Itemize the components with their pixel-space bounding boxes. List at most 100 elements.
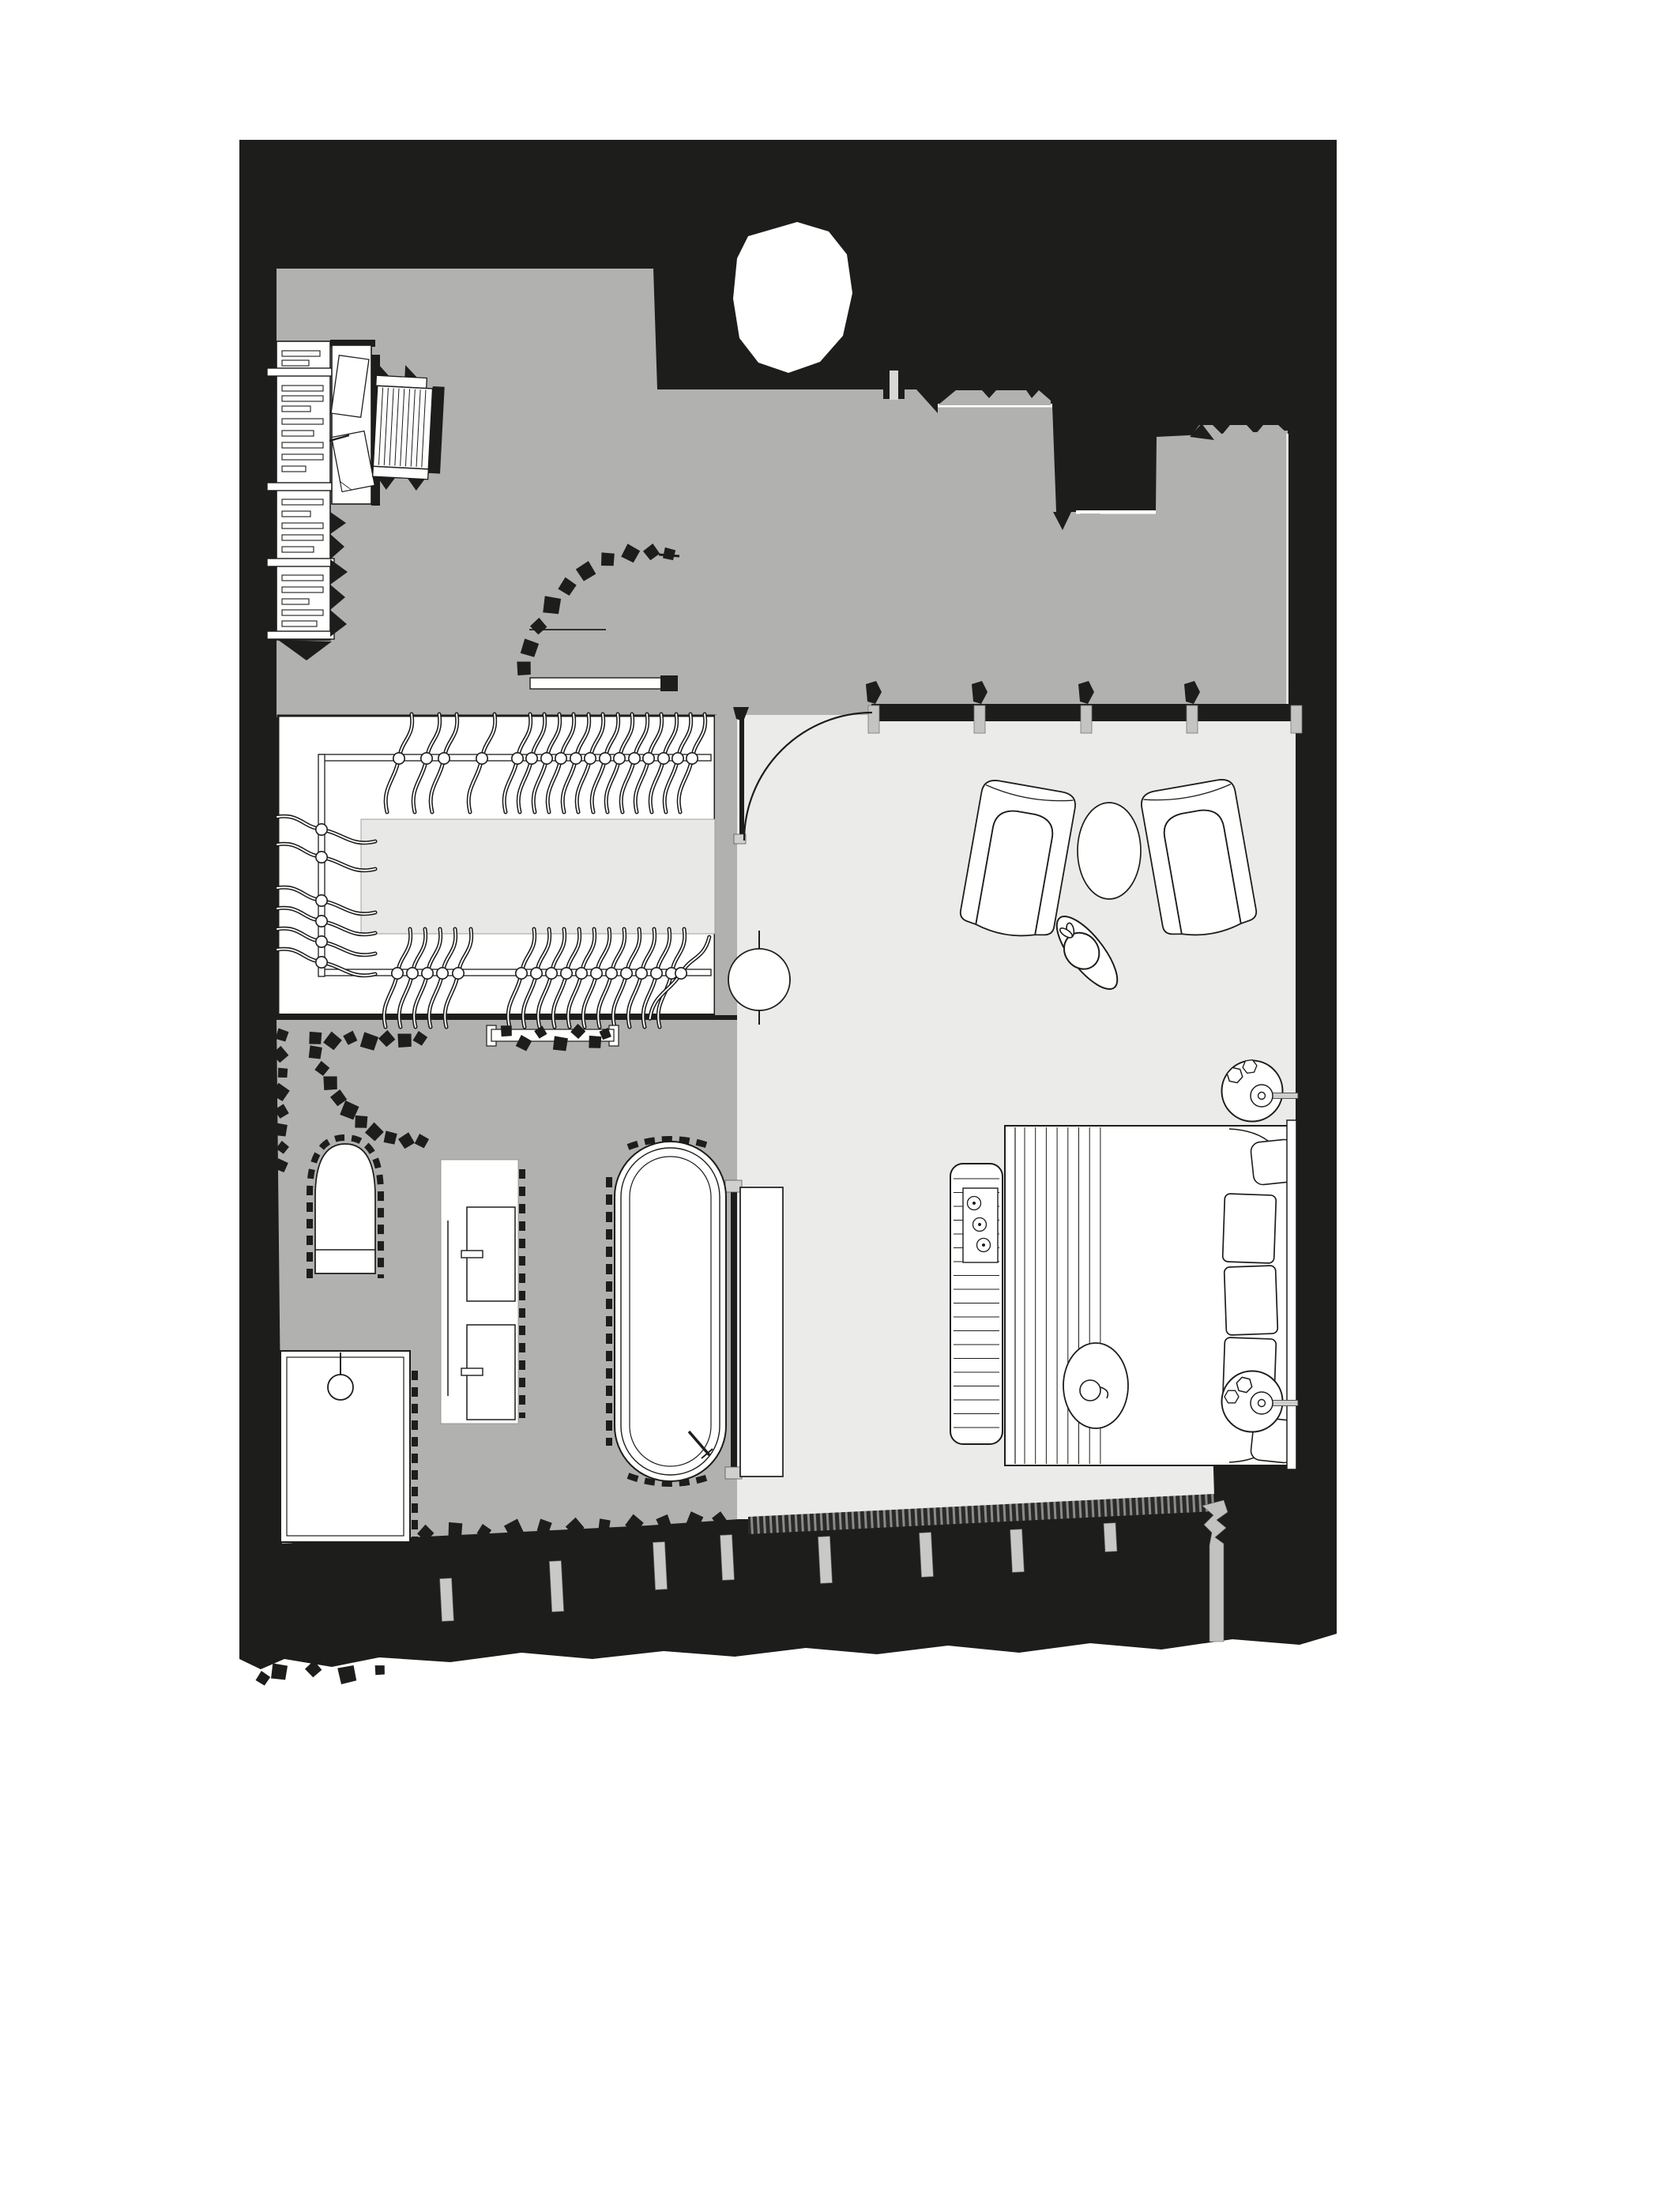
closet-island [360, 818, 716, 935]
slab-crumbs [373, 1664, 386, 1677]
tray-cup-handle [1100, 1386, 1109, 1399]
second-threshold-wedge [1053, 512, 1071, 530]
wall-shelf-slats [281, 350, 321, 357]
door-leaf [739, 709, 744, 841]
wall-shelf-slats [281, 430, 314, 437]
side-table-oval [1077, 802, 1142, 900]
bathtub-shadow-top [626, 1136, 714, 1150]
chair-slats [383, 387, 389, 465]
paper-fold [339, 480, 352, 492]
wall-shelf-slats [281, 385, 324, 392]
shelf-shadow-zigzag [330, 512, 348, 637]
door-jamb [733, 833, 747, 845]
chair-slats [389, 388, 394, 466]
toilet [314, 1143, 376, 1274]
chair-slats [416, 389, 421, 468]
cup-dot [972, 1202, 976, 1205]
wall-shelf-slats [281, 574, 324, 581]
glass-screen-cap-top [724, 1179, 743, 1193]
wall-shelf-slats [281, 359, 310, 367]
bathtub-shadow-bottom [626, 1473, 714, 1487]
plan-root [239, 140, 1337, 1687]
bathtub-rim [620, 1147, 720, 1476]
bathtub-handle-tick [701, 1448, 713, 1459]
window-mullion [1010, 1529, 1025, 1573]
glazing-posts [1183, 680, 1201, 734]
candle [1224, 1390, 1240, 1404]
door-hinge-cap [733, 707, 749, 721]
curtain-rod-cap [660, 675, 678, 691]
wall-shelf-slats [281, 609, 324, 616]
second-threshold-zigzag [1080, 514, 1100, 522]
window-mullion [720, 1534, 735, 1581]
ne-wall-wedge [1190, 423, 1214, 440]
cup-dot [978, 1223, 981, 1226]
entry-drape-zigzag [938, 390, 1051, 405]
second-threshold [1076, 510, 1156, 514]
pillow-face [1223, 1265, 1279, 1336]
wall-shelf-slats [281, 620, 318, 627]
desk-pencil [329, 434, 350, 442]
shower-tray-inner [286, 1356, 404, 1537]
wall-shelf-dividers [266, 482, 335, 491]
wall-shelf-slats [281, 418, 324, 425]
wall-shelf-slats [281, 546, 314, 553]
wall-shelf-slats [281, 405, 311, 412]
headboard [1286, 1119, 1297, 1470]
wall-shelf-slats [281, 453, 324, 461]
wall-shelf-slats [281, 498, 324, 506]
chair-slats [404, 389, 411, 467]
window-mullion [818, 1536, 833, 1584]
entry-hall-floor [276, 269, 1288, 717]
entry-wall-wedge [916, 389, 938, 413]
bathtub-handle [687, 1430, 711, 1457]
wall-shelf-slats [281, 395, 324, 402]
chair-slats [400, 389, 405, 466]
tray-cup [1079, 1379, 1101, 1401]
wall-shelf-slats [281, 586, 324, 593]
paper-sheet [330, 430, 376, 493]
bedroom-window-hatch [748, 1494, 1214, 1534]
window-mullion [548, 1560, 565, 1612]
slab-crumbs [337, 1665, 357, 1684]
desk-paper-2 [330, 430, 376, 493]
glass-screen [731, 1189, 737, 1471]
pillow-face [1221, 1193, 1277, 1264]
slab-crumbs [254, 1669, 272, 1687]
closet-rail-left [318, 754, 325, 977]
curtain-rod-bar [529, 677, 663, 690]
hall-curtain-end-dash [658, 553, 680, 558]
glazing-posts [1078, 680, 1095, 734]
wall-shelf-slats [281, 534, 324, 541]
wall-shelf-dividers [266, 630, 335, 640]
wall-shelf-slats [281, 598, 310, 605]
ne-drape-zigzag [1189, 425, 1288, 439]
glass-screen-cap-bottom [724, 1466, 743, 1480]
cup-dot [982, 1243, 985, 1247]
hall-east-edge-line [1286, 434, 1288, 704]
glazing-posts [971, 680, 988, 734]
desk-shadow-top [330, 340, 375, 347]
chair-slats [378, 387, 384, 465]
wall-shelf-slats [281, 522, 324, 529]
partition-panel [739, 1187, 784, 1477]
chair-slats [421, 389, 427, 468]
wall-shelf-slats [281, 465, 307, 472]
glazing-posts [865, 680, 882, 734]
faucet-south [461, 1367, 483, 1376]
round-mirror [728, 948, 791, 1011]
pillow [1223, 1265, 1279, 1336]
wall-shelf-slats [281, 510, 311, 517]
door-swing-arc [743, 711, 873, 841]
lounge-foot [1059, 927, 1074, 939]
glazing-posts [1288, 680, 1305, 734]
window-mullion [1103, 1522, 1118, 1552]
window-mullion [653, 1541, 668, 1590]
faucet-north [461, 1250, 483, 1258]
wall-shelf-dividers [266, 558, 335, 567]
entry-threshold [935, 404, 1052, 408]
pillow [1221, 1193, 1277, 1264]
chair-slats [394, 388, 400, 466]
